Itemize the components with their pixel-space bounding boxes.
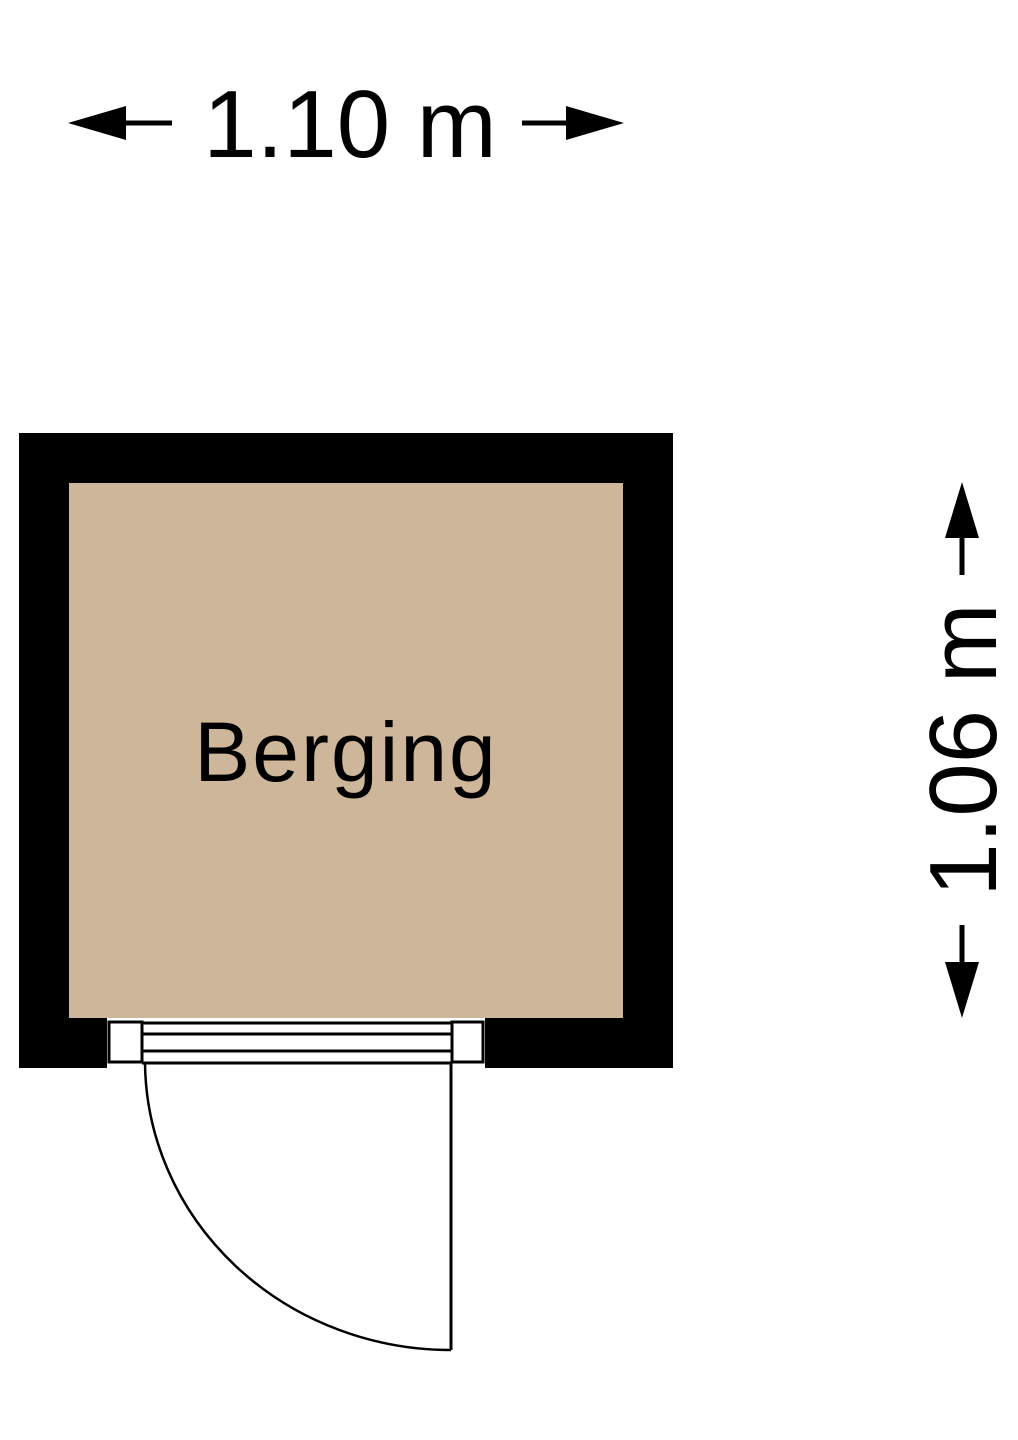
depth-label: 1.06 m xyxy=(910,603,1017,896)
room-floor xyxy=(69,483,623,1018)
width-arrow-left-head xyxy=(68,106,126,140)
door-opening xyxy=(107,1018,485,1068)
door xyxy=(107,1018,485,1352)
depth-arrow-top-head xyxy=(945,482,979,538)
width-arrow-right-head xyxy=(566,106,624,140)
width-label: 1.10 m xyxy=(203,71,496,178)
door-jamb-right xyxy=(450,1020,485,1064)
depth-dimension: 1.06 m xyxy=(910,482,1017,1018)
door-jamb-left xyxy=(107,1020,144,1064)
width-dimension: 1.10 m xyxy=(68,71,624,178)
door-swing-arc xyxy=(143,1062,452,1352)
depth-arrow-bottom-head xyxy=(945,962,979,1018)
room-label: Berging xyxy=(194,705,498,799)
